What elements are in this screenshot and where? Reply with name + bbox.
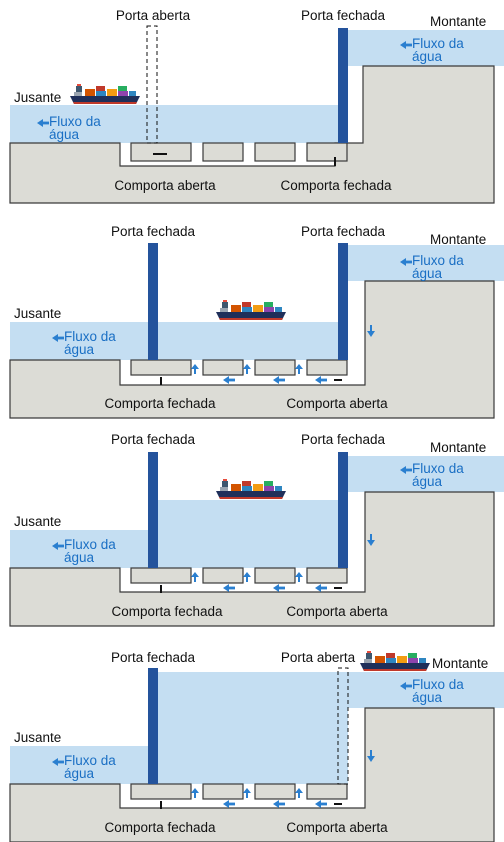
downstream-label: Jusante [14, 306, 61, 321]
lock-chamber-water [158, 500, 338, 568]
flow-arrow-icon [223, 800, 235, 808]
left-valve-label: Comporta aberta [114, 178, 216, 193]
culvert-block [306, 783, 348, 800]
flow-arrow-icon [315, 584, 327, 592]
culvert-block [254, 783, 296, 800]
culvert-block [130, 567, 192, 584]
flow-arrow-icon [273, 376, 285, 384]
flow-arrow-icon [315, 376, 327, 384]
culvert-block [130, 142, 192, 162]
left-valve-label: Comporta fechada [104, 820, 216, 835]
downstream-flow-label: água [49, 127, 80, 142]
concrete-bed [9, 280, 495, 419]
gate-icon [148, 668, 158, 784]
upstream-label: Montante [430, 232, 486, 247]
downstream-flow-label: Fluxo da [64, 753, 116, 768]
right-valve-label: Comporta aberta [286, 604, 388, 619]
upstream-label: Montante [430, 440, 486, 455]
right-gate-label: Porta fechada [301, 224, 386, 239]
left-valve-label: Comporta fechada [104, 396, 216, 411]
upstream-label: Montante [432, 656, 488, 671]
right-gate-label: Porta fechada [301, 8, 386, 23]
upstream-water [158, 672, 504, 708]
flow-arrow-icon [315, 800, 327, 808]
flow-arrow-icon [273, 800, 285, 808]
left-gate-label: Porta fechada [111, 432, 196, 447]
flow-arrow-icon [223, 584, 235, 592]
downstream-water [10, 530, 148, 568]
downstream-flow-label: água [64, 342, 95, 357]
concrete-bed [9, 65, 495, 204]
downstream-label: Jusante [14, 514, 61, 529]
gate-icon [148, 243, 158, 360]
gate-icon [338, 243, 348, 360]
left-gate-label: Porta fechada [111, 650, 196, 665]
downstream-flow-label: água [64, 550, 95, 565]
culvert-block [254, 567, 296, 584]
stage-1: Porta aberta Porta fechada Montante Jusa… [9, 8, 504, 204]
culvert-block [202, 142, 244, 162]
downstream-water [10, 746, 148, 784]
upstream-label: Montante [430, 14, 486, 29]
culvert-block [202, 359, 244, 376]
downstream-label: Jusante [14, 730, 61, 745]
culvert-block [254, 359, 296, 376]
right-valve-label: Comporta fechada [280, 178, 392, 193]
upstream-water [348, 456, 504, 492]
upstream-water [348, 30, 504, 66]
downstream-label: Jusante [14, 90, 61, 105]
stage-4: Porta fechada Porta aberta Montante Jusa… [9, 650, 504, 842]
right-valve-label: Comporta aberta [286, 396, 388, 411]
stage-2: Porta fechada Porta fechada Montante Jus… [9, 224, 504, 419]
upstream-flow-label: Fluxo da [412, 461, 464, 476]
downstream-flow-label: água [64, 766, 95, 781]
upstream-flow-label: água [412, 49, 443, 64]
ship-icon [216, 300, 286, 320]
upstream-flow-label: água [412, 474, 443, 489]
right-gate-label: Porta fechada [301, 432, 386, 447]
culvert-block [254, 142, 296, 162]
lock-chamber-water [158, 708, 348, 784]
culvert-block [202, 783, 244, 800]
culvert-block [306, 142, 348, 162]
upstream-water [348, 245, 504, 281]
gate-icon [338, 28, 348, 143]
downstream-flow-label: Fluxo da [64, 329, 116, 344]
left-gate-label: Porta fechada [111, 224, 196, 239]
ship-icon [70, 84, 140, 104]
culvert-block [306, 359, 348, 376]
upstream-flow-label: Fluxo da [412, 677, 464, 692]
right-gate-label: Porta aberta [281, 650, 356, 665]
upstream-flow-label: Fluxo da [412, 36, 464, 51]
downstream-flow-label: Fluxo da [64, 537, 116, 552]
stage-3: Porta fechada Porta fechada Montante Jus… [9, 432, 504, 627]
downstream-water [10, 322, 346, 360]
right-valve-label: Comporta aberta [286, 820, 388, 835]
flow-arrow-icon [273, 584, 285, 592]
downstream-water [10, 105, 346, 143]
culvert-block [130, 783, 192, 800]
downstream-flow-label: Fluxo da [49, 114, 101, 129]
ship-icon [360, 651, 430, 671]
upstream-flow-label: água [412, 690, 443, 705]
concrete-bed [9, 491, 495, 627]
culvert-block [306, 567, 348, 584]
left-valve-label: Comporta fechada [111, 604, 223, 619]
ship-icon [216, 479, 286, 499]
culvert-block [130, 359, 192, 376]
concrete-bed [9, 707, 495, 842]
upstream-flow-label: Fluxo da [412, 253, 464, 268]
gate-icon [338, 452, 348, 568]
gate-icon [148, 452, 158, 568]
left-gate-label: Porta aberta [116, 8, 191, 23]
upstream-flow-label: água [412, 266, 443, 281]
flow-arrow-icon [223, 376, 235, 384]
culvert-block [202, 567, 244, 584]
